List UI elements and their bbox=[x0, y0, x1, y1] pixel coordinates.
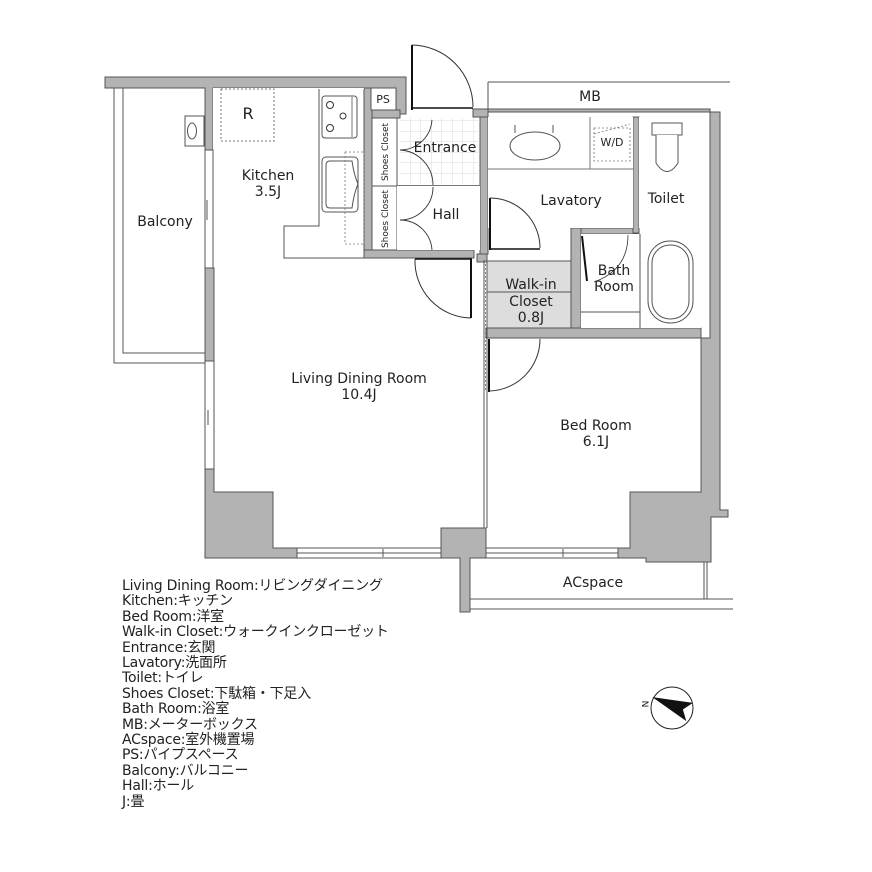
toilet-icon bbox=[655, 135, 679, 172]
living-dining-label: Living Dining Room bbox=[291, 371, 427, 387]
hall-label: Hall bbox=[433, 207, 460, 223]
bathtub-icon bbox=[647, 240, 694, 324]
legend-item: Toilet:トイレ bbox=[122, 670, 204, 687]
bath-room-label-1: Bath bbox=[598, 263, 631, 279]
kitchen-area bbox=[213, 88, 365, 259]
balcony-label: Balcony bbox=[137, 214, 193, 230]
legend-item: ACspace:室外機置場 bbox=[122, 732, 255, 749]
refrigerator-space bbox=[220, 88, 275, 142]
entrance-door[interactable] bbox=[411, 44, 474, 110]
shoes-closet-lower-label: Shoes Closet bbox=[381, 190, 391, 249]
walk-in-closet-area bbox=[486, 260, 572, 329]
washer-dryer-space bbox=[593, 127, 631, 162]
legend-item: Lavatory:洗面所 bbox=[122, 655, 227, 672]
legend-item: MB:メーターボックス bbox=[122, 716, 258, 733]
legend-item: Balcony:バルコニー bbox=[122, 762, 249, 779]
acspace-area bbox=[470, 562, 733, 610]
bedroom-door[interactable] bbox=[488, 338, 541, 392]
bath-room-area bbox=[581, 234, 701, 328]
refrigerator-label: R bbox=[242, 104, 253, 123]
mb-area bbox=[487, 81, 730, 109]
entrance-tiles bbox=[400, 118, 480, 183]
partition-wall bbox=[483, 260, 488, 528]
walk-in-closet-label-1: Walk-in bbox=[505, 277, 556, 293]
legend: Living Dining Room:リビングダイニング Kitchen:キッチ… bbox=[122, 578, 389, 810]
lavatory-label: Lavatory bbox=[540, 193, 601, 209]
walk-in-closet-label-2: Closet bbox=[509, 294, 553, 310]
lavatory-door[interactable] bbox=[489, 197, 541, 250]
legend-item: Bath Room:浴室 bbox=[122, 701, 230, 718]
entrance-label: Entrance bbox=[414, 140, 477, 156]
shoes-closet-doors[interactable] bbox=[399, 119, 434, 251]
walk-in-closet-area-label: 0.8J bbox=[518, 310, 544, 326]
stove-icon bbox=[321, 95, 358, 139]
toilet-label: Toilet bbox=[647, 191, 685, 207]
toilet-area bbox=[639, 117, 701, 228]
balcony-area bbox=[113, 84, 210, 364]
north-label: N bbox=[639, 701, 649, 708]
ps-label: PS bbox=[376, 93, 390, 106]
bed-room-area-label: 6.1J bbox=[583, 434, 609, 450]
kitchen-area-label: 3.5J bbox=[255, 184, 281, 200]
bed-room-label: Bed Room bbox=[560, 418, 631, 434]
kitchen-label: Kitchen bbox=[242, 168, 295, 184]
windows bbox=[204, 149, 619, 559]
washbasin-icon bbox=[509, 131, 561, 161]
legend-item: Walk-in Closet:ウォークインクローゼット bbox=[122, 624, 389, 641]
mb-label: MB bbox=[579, 89, 601, 105]
legend-item: J:畳 bbox=[122, 793, 145, 810]
legend-item: Bed Room:洋室 bbox=[122, 608, 224, 625]
legend-item: Kitchen:キッチン bbox=[122, 593, 233, 610]
legend-item: Shoes Closet:下駄箱・下足入 bbox=[122, 685, 312, 702]
legend-item: Hall:ホール bbox=[122, 778, 195, 795]
legend-item: PS:パイプスペース bbox=[122, 747, 239, 764]
sink-icon bbox=[321, 151, 365, 245]
shoes-closets bbox=[371, 117, 398, 251]
legend-item: Living Dining Room:リビングダイニング bbox=[122, 578, 383, 594]
lavatory-area bbox=[488, 117, 633, 228]
legend-item: Entrance:玄関 bbox=[122, 639, 216, 656]
ps-box bbox=[370, 87, 397, 111]
living-door[interactable] bbox=[414, 258, 472, 319]
living-dining-area-label: 10.4J bbox=[341, 387, 376, 403]
compass-icon: N bbox=[639, 686, 694, 730]
bath-room-label-2: Room bbox=[594, 279, 634, 295]
washer-dryer-label: W/D bbox=[600, 136, 623, 149]
acspace-label: ACspace bbox=[563, 575, 623, 591]
shoes-closet-upper-label: Shoes Closet bbox=[381, 123, 391, 182]
